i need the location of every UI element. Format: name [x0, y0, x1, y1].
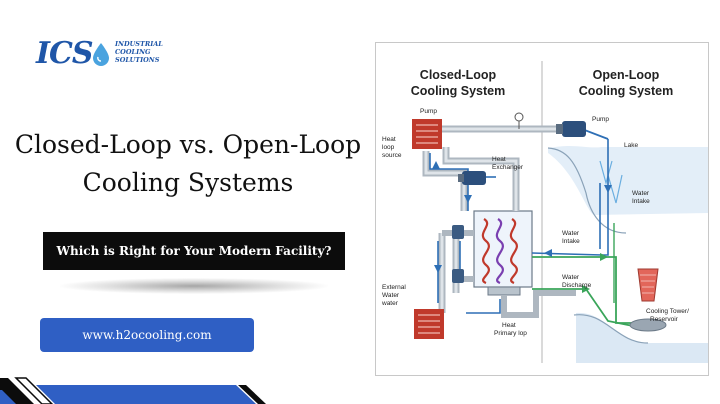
diagram-label: Water	[382, 292, 400, 299]
reservoir-basin	[629, 318, 667, 332]
heat-exchanger-pump	[462, 171, 486, 185]
diagram-label: Discharge	[562, 282, 592, 289]
company-logo: ICS INDUSTRIAL COOLING SOLUTIONS	[36, 38, 176, 72]
diagram-label: Exchanger	[492, 164, 524, 171]
logo-text: INDUSTRIAL COOLING SOLUTIONS	[115, 40, 163, 64]
subtitle-banner: Which is Right for Your Modern Facility?	[43, 232, 345, 270]
diagram-label: Cooling Tower/	[646, 308, 689, 315]
diagram-canvas: Closed-Loop Cooling System Open-Loop Coo…	[381, 61, 708, 363]
lake-water	[548, 145, 708, 215]
cooling-tower	[637, 268, 659, 302]
diagram-label: Heat	[492, 156, 506, 163]
external-water-heater	[414, 309, 444, 339]
page-title: Closed-Loop vs. Open-Loop Cooling System…	[12, 126, 364, 202]
valve-upper	[452, 225, 464, 239]
decorative-stripes	[0, 377, 266, 404]
page-title-line-2: Cooling Systems	[82, 168, 294, 197]
diagram-label: Primary lop	[494, 330, 527, 337]
website-button[interactable]: www.h2ocooling.com	[40, 318, 254, 352]
open-loop-pump	[562, 121, 586, 137]
diagram-label: Water	[562, 230, 580, 237]
diagram-label: Heat	[382, 136, 396, 143]
page-title-line-1: Closed-Loop vs. Open-Loop	[14, 130, 362, 159]
open-loop-title-1: Open-Loop	[593, 68, 660, 82]
diagram-label: loop	[382, 144, 395, 151]
waterfall	[599, 160, 623, 204]
closed-loop-title-2: Cooling System	[411, 84, 505, 98]
diagram-label: source	[382, 152, 402, 159]
diagram-label: Reservoir	[650, 316, 679, 323]
diagram-label: Water	[562, 274, 580, 281]
reservoir-water	[576, 312, 708, 363]
diagram-label: Lake	[624, 142, 638, 149]
diagram-label: Pump	[420, 108, 437, 115]
closed-loop-title-1: Closed-Loop	[420, 68, 497, 82]
valve-lower	[452, 269, 464, 283]
diagram-label: Intake	[562, 238, 580, 245]
diagram-label: Water	[632, 190, 650, 197]
open-loop-title-2: Cooling System	[579, 84, 673, 98]
heat-exchanger-tank	[473, 210, 533, 288]
pressure-gauge	[514, 112, 524, 122]
cooling-system-diagram: Closed-Loop Cooling System Open-Loop Coo…	[375, 42, 709, 376]
banner-shadow	[60, 278, 328, 294]
diagram-label: Heat	[502, 322, 516, 329]
diagram-label: External	[382, 284, 406, 291]
diagram-label: Pump	[592, 116, 609, 123]
logo-mark: ICS	[36, 36, 94, 71]
water-drop-icon	[93, 43, 109, 66]
diagram-label: Intake	[632, 198, 650, 205]
heat-loop-source	[412, 119, 442, 149]
diagram-label: water	[381, 300, 399, 307]
